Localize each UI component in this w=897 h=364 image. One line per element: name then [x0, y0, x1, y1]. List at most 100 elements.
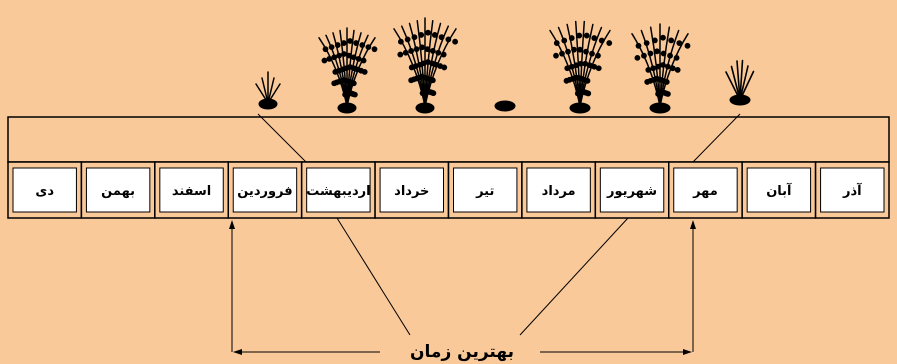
month-cell-inner — [599, 167, 665, 213]
leaf-icon — [663, 79, 670, 85]
leaf-icon — [418, 32, 425, 38]
leaf-icon — [404, 36, 411, 43]
plant-base-icon — [337, 102, 357, 114]
month-cell-inner — [232, 167, 298, 213]
leaf-icon — [684, 42, 691, 49]
leaf-icon — [429, 77, 436, 84]
caption: بهترین زمان — [410, 342, 514, 362]
month-label: اسفند — [172, 184, 211, 199]
regrowth-stem — [579, 29, 611, 107]
leaf-icon — [571, 46, 577, 53]
leaf-icon — [331, 54, 338, 61]
leaf-icon — [350, 54, 357, 61]
leaf-icon — [440, 51, 447, 58]
leaf-icon — [452, 38, 459, 45]
leaf-icon — [350, 80, 357, 87]
plant-growth-stages — [255, 17, 755, 114]
month-row: دی بهمن اسفند فروردین اردیبهشت خرداد تیر مرداد ش… — [7, 161, 890, 219]
month-label: خرداد — [394, 184, 429, 199]
leaf-icon — [371, 46, 378, 53]
leaf-icon — [435, 49, 442, 56]
connector-line — [257, 113, 307, 163]
leaf-icon — [647, 50, 654, 57]
leaf-icon — [328, 44, 335, 51]
arrow-left-icon — [233, 349, 242, 355]
month-label: تیر — [475, 184, 494, 199]
pointer-line — [336, 217, 411, 336]
leaf-icon — [660, 50, 667, 57]
cut-stem — [736, 60, 741, 101]
leaf-icon — [595, 65, 602, 72]
leaf-icon — [650, 65, 657, 72]
arrow-up-icon — [229, 220, 235, 229]
cut-base-icon — [729, 94, 751, 106]
leaf-icon — [355, 56, 362, 62]
leaf-icon — [585, 90, 592, 97]
leaf-icon — [411, 34, 418, 41]
leaf-icon — [397, 51, 404, 58]
month-label: شهریور — [606, 184, 657, 199]
month-label: فروردین — [237, 184, 292, 199]
leaf-icon — [654, 48, 660, 55]
leaf-icon — [667, 52, 673, 59]
pointer-line — [519, 217, 629, 336]
leaf-icon — [635, 42, 642, 49]
plant-base-icon — [649, 102, 671, 114]
month-cell-inner — [526, 167, 591, 213]
month-label: دی — [35, 184, 54, 199]
leaf-icon — [645, 67, 652, 73]
month-label: مرداد — [542, 184, 576, 199]
leaf-icon — [553, 52, 559, 59]
leaf-icon — [643, 40, 650, 47]
month-label: بهمن — [101, 184, 135, 199]
leaf-icon — [577, 46, 583, 53]
leaf-icon — [413, 46, 420, 53]
leaf-icon — [425, 29, 431, 36]
arrow-up-icon — [690, 220, 696, 229]
leaf-icon — [674, 67, 681, 73]
leaf-icon — [553, 40, 560, 46]
sprout-base-icon — [258, 98, 278, 110]
leaf-icon — [665, 91, 671, 97]
month-label: اردیبهشت — [306, 184, 370, 199]
month-cell-inner — [453, 167, 518, 213]
month-cell-inner — [306, 167, 371, 213]
leaf-icon — [360, 57, 367, 64]
sparse-stem — [659, 33, 689, 107]
leaf-icon — [408, 48, 415, 54]
leaf-icon — [595, 52, 601, 59]
cut-stem — [730, 65, 741, 101]
leaf-icon — [334, 42, 341, 48]
leaf-icon — [322, 46, 329, 53]
leaf-icon — [606, 40, 613, 46]
upper-band — [7, 116, 890, 163]
leaf-icon — [352, 91, 358, 98]
month-cell-inner — [85, 167, 151, 213]
leaf-icon — [660, 34, 666, 41]
leaf-icon — [641, 52, 647, 59]
plant-base-icon — [569, 102, 591, 114]
arrow-right-icon — [683, 349, 692, 355]
leaf-icon — [584, 77, 591, 84]
cut-stem — [739, 59, 744, 101]
month-label: مهر — [692, 184, 718, 199]
plant-base-icon — [415, 102, 435, 114]
leaf-icon — [402, 49, 409, 56]
leaf-icon — [341, 51, 347, 57]
leaf-icon — [340, 40, 347, 46]
leaf-icon — [429, 48, 436, 54]
leaf-icon — [397, 38, 404, 45]
leaf-icon — [424, 46, 431, 53]
month-cell-inner — [379, 167, 445, 213]
leaf-icon — [441, 64, 448, 71]
leaf-icon — [419, 44, 425, 51]
leaf-icon — [336, 52, 343, 59]
leaf-icon — [651, 37, 658, 44]
leaf-icon — [668, 37, 675, 44]
leaf-icon — [673, 54, 680, 61]
month-label: آبان — [766, 182, 792, 199]
leaf-icon — [430, 90, 437, 97]
cut-stem — [739, 65, 749, 101]
connector-line — [692, 113, 741, 163]
